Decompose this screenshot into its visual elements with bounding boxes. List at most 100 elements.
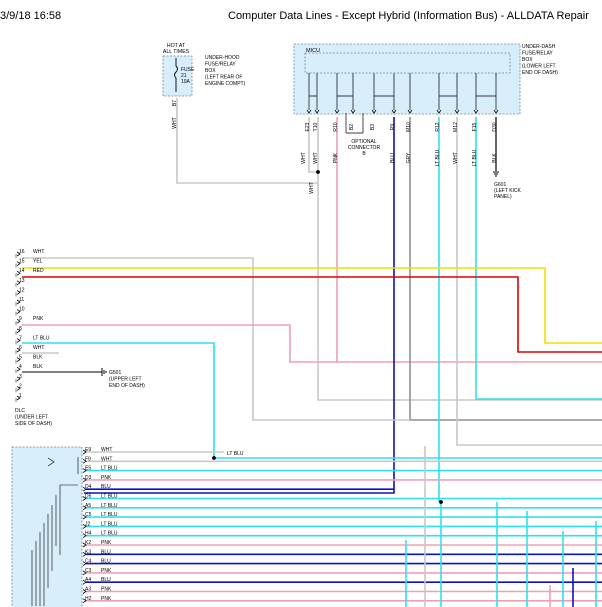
pin-terminal-icon <box>16 270 21 276</box>
pin-terminal-icon <box>82 524 87 529</box>
dlc-pin-number: 7 <box>19 335 22 341</box>
pin-terminal-icon <box>16 251 21 257</box>
dlc-wire-color: BLK <box>33 364 43 370</box>
pin-terminal-icon <box>334 109 340 114</box>
pin-terminal-icon <box>16 338 21 343</box>
g601-label: PANEL) <box>494 194 512 200</box>
g501-label: (UPPER LEFT <box>109 377 142 383</box>
connector-wire-color: PNK <box>101 475 112 481</box>
dlc-pin-number: 2 <box>19 383 22 389</box>
connector-pin-label: H4 <box>85 531 92 537</box>
fuse-label: 10A <box>181 79 191 85</box>
micu-pin-label: R10 <box>333 122 339 131</box>
dlc-wire-color: BLK <box>33 355 43 361</box>
connector-pin-label: F9 <box>85 456 91 462</box>
micu-wire-color-label: GRY <box>406 152 412 163</box>
micu-wire-color-label: LT BLU <box>435 149 441 166</box>
connector-wire-color: BLU <box>101 484 111 490</box>
pin-terminal-icon <box>82 514 87 520</box>
underhood-box-caption: ENGINE COMPT) <box>205 81 246 87</box>
connector-pin-label: K2 <box>85 540 91 546</box>
micu-pin-label: D30 <box>492 122 498 131</box>
micu-wire-color-label: PNK <box>333 152 339 163</box>
micu-pin-label: R9 <box>390 124 396 131</box>
optional-connector-bracket <box>345 113 364 134</box>
underhood-fuse-box <box>162 55 193 97</box>
connector-wire-color: PNK <box>101 596 112 602</box>
dlc-pin-number: 9 <box>19 316 22 322</box>
underdash-box-caption: BOX <box>522 57 533 63</box>
underhood-box-caption: UNDER-HOOD <box>205 55 240 61</box>
pin-terminal-icon <box>82 449 87 455</box>
connector-pin-label: D3 <box>85 475 92 481</box>
connector-pin-label: E9 <box>85 447 91 453</box>
dlc-wire-color: WHT <box>33 345 44 351</box>
dlc-pin-number: 15 <box>19 259 25 265</box>
pin-terminal-icon <box>82 551 87 557</box>
optional-connector-label: B <box>362 151 366 157</box>
pin-terminal-icon <box>16 318 21 324</box>
dlc-pin-number: 5 <box>19 355 22 361</box>
micu-wire-color-label: WHT <box>313 152 319 163</box>
micu-wire-color-label: WHT <box>301 152 307 163</box>
micu-pin-label: E23 <box>305 122 311 131</box>
connector-wire-color: LT BLU <box>101 512 118 518</box>
dlc-wire-color: WHT <box>33 249 44 255</box>
pin-terminal-icon <box>350 109 356 114</box>
pin-terminal-icon <box>82 570 87 576</box>
pin-terminal-icon <box>16 347 21 353</box>
splice-dot <box>316 170 320 174</box>
connector-wire-color: LT BLU <box>101 503 118 509</box>
micu-pin-label: T10 <box>313 122 319 131</box>
micu-wire-color-label: BLU <box>390 153 396 163</box>
pin-terminal-icon <box>493 109 499 114</box>
dlc-pin-number: 14 <box>19 268 25 274</box>
wire-pnk-r10 <box>336 117 602 363</box>
dlc-pin-number: 1 <box>19 393 22 399</box>
connector-wire-color: WHT <box>101 447 112 453</box>
connector-wire-color: WHT <box>101 456 112 462</box>
wire-red-dlc14 <box>22 276 602 353</box>
dlc-pin-number: 4 <box>19 364 22 370</box>
pin-terminal-icon <box>82 477 87 483</box>
fuse-box-wire-color: WHT <box>172 117 178 128</box>
connector-pin-label: D5 <box>85 494 92 500</box>
micu-pin-label: M12 <box>453 122 459 132</box>
wire-wht-m12 <box>456 117 602 446</box>
connector-wire-color: BLU <box>101 559 111 565</box>
dlc-pin-number: 3 <box>19 374 22 380</box>
optional-connector-label: CONNECTOR <box>348 145 381 151</box>
pin-terminal-icon <box>16 309 21 314</box>
pin-terminal-icon <box>16 386 21 391</box>
pin-terminal-icon <box>16 280 21 286</box>
underhood-box-caption: (LEFT REAR OF <box>205 75 242 81</box>
micu-module <box>304 52 511 74</box>
connector-wire-color: PNK <box>101 587 112 593</box>
splice-dot <box>212 456 216 460</box>
dlc-pin-number: 10 <box>19 307 25 313</box>
wire-wht-e23 <box>308 117 318 173</box>
fuse-label: 21 <box>181 73 187 79</box>
pin-terminal-icon <box>82 533 87 539</box>
connector-pin-label: C3 <box>85 568 92 574</box>
pin-terminal-icon <box>82 598 87 604</box>
pin-terminal-icon <box>82 496 87 501</box>
fuse-box-pin-label: B7 <box>172 100 178 106</box>
pin-terminal-icon <box>473 109 479 114</box>
connector-wire-color: PNK <box>101 568 112 574</box>
pin-terminal-icon <box>16 366 21 372</box>
g501-label: G501 <box>109 370 121 376</box>
underhood-box-caption: BOX <box>205 68 216 74</box>
wht-wire-label: WHT <box>309 182 315 193</box>
symbols-layer <box>15 58 499 606</box>
pin-terminal-icon <box>82 542 87 548</box>
connector-pin-label: A4 <box>85 577 91 583</box>
pin-terminal-icon <box>407 109 413 114</box>
connector-wire-color: LT BLU <box>101 494 118 500</box>
dlc-pin-number: 6 <box>19 345 22 351</box>
micu-wire-color-label: LT BLU <box>472 149 478 166</box>
connector-pin-label: H2 <box>85 596 92 602</box>
wires-layer <box>22 98 602 607</box>
component-boxes-layer <box>11 43 521 607</box>
